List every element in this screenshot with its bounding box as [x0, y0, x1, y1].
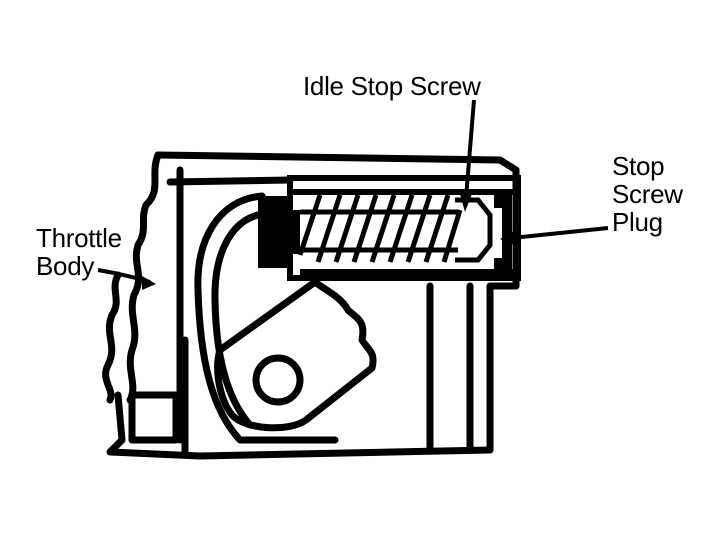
screw-tip — [455, 197, 493, 263]
housing-left-rough-edge — [126, 151, 162, 404]
arrowhead-idle-stop-screw — [460, 194, 472, 212]
stop-screw-plug-label-line-3: Plug — [612, 207, 663, 237]
screw-head — [258, 196, 290, 268]
bore-curve — [194, 192, 339, 444]
stop-screw-plug-label-line-1: Stop — [612, 151, 665, 181]
throttle-lever — [214, 278, 377, 432]
stop-screw-plug-label-line-2: Screw — [612, 179, 683, 209]
screw-head-notch — [290, 210, 300, 254]
leader-stop-screw-plug — [511, 226, 609, 240]
lever-pivot-hole — [252, 354, 304, 406]
idle-stop-screw-label: Idle Stop Screw — [303, 71, 481, 101]
housing-lower-left — [106, 391, 204, 460]
arrowhead-throttle-body — [142, 276, 156, 290]
housing-foot-block — [128, 391, 180, 444]
throttle-body-label-line-2: Body — [36, 251, 95, 281]
throttle-body-label-line-1: Throttle — [36, 223, 122, 253]
housing-top-inner — [166, 176, 294, 186]
housing-top-plate — [154, 151, 520, 460]
throttle-body-rough-edge — [102, 271, 122, 404]
arrowhead-stop-screw-plug — [500, 231, 514, 245]
bore-curve-inner — [211, 210, 266, 429]
screw-threads — [297, 194, 463, 263]
leader-idle-stop-screw — [464, 99, 476, 199]
stop-screw-plug — [494, 195, 512, 270]
throttle-body-label: Throttle Body — [36, 224, 122, 280]
stop-screw-plug-label: Stop Screw Plug — [612, 152, 683, 236]
